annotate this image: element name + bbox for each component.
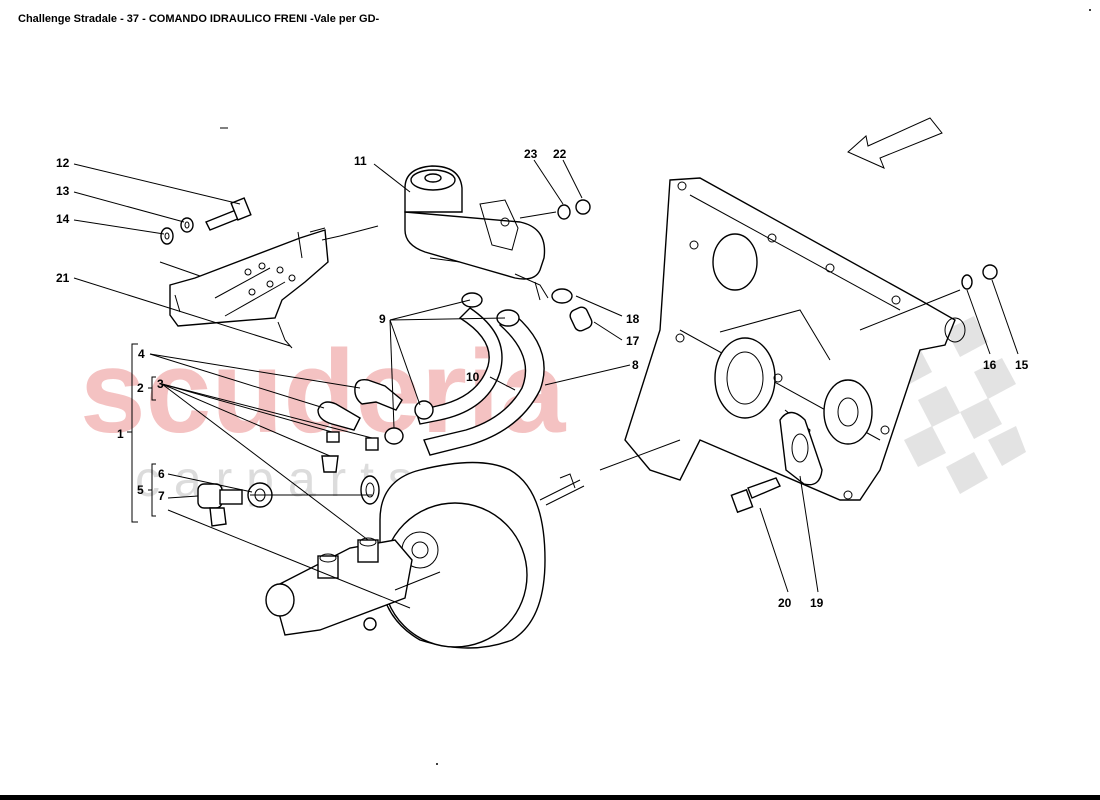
washer-13 (180, 217, 194, 233)
washer-23 (557, 204, 571, 220)
callout-8: 8 (632, 358, 639, 372)
bolt-12 (205, 197, 252, 231)
callouts: 1 2 3 4 5 6 7 8 9 10 11 12 13 14 15 16 1… (56, 147, 1029, 610)
bracket (169, 227, 341, 349)
callout-19: 19 (810, 596, 824, 610)
page-title: Challenge Stradale - 37 - COMANDO IDRAUL… (18, 13, 380, 25)
gasket-19 (779, 411, 823, 486)
brake-booster (379, 461, 585, 649)
callout-5: 5 (137, 483, 144, 497)
callout-7: 7 (158, 489, 165, 503)
bolt-20 (730, 477, 781, 514)
callout-15: 15 (1015, 358, 1029, 372)
nut-22 (575, 199, 591, 215)
washer-16 (961, 274, 973, 290)
group-brackets (127, 343, 156, 523)
brake-fluid-reservoir (404, 165, 549, 301)
hose-10 (415, 307, 503, 425)
callout-11: 11 (354, 154, 367, 168)
callout-17: 17 (626, 334, 640, 348)
callout-22: 22 (553, 147, 567, 161)
hose-clamp (384, 288, 593, 445)
direction-arrow-icon (847, 117, 943, 169)
hose-8 (423, 314, 545, 456)
callout-6: 6 (158, 467, 165, 481)
callout-12: 12 (56, 156, 70, 170)
washer-14 (160, 227, 174, 245)
fittings (197, 378, 403, 527)
callout-4: 4 (138, 347, 145, 361)
checkered-flag-icon (890, 316, 1026, 494)
callout-10: 10 (466, 370, 480, 384)
callout-2: 2 (137, 381, 144, 395)
callout-16: 16 (983, 358, 997, 372)
callout-1: 1 (117, 427, 124, 441)
nut-15 (982, 264, 998, 280)
callout-14: 14 (56, 212, 70, 226)
mounting-plate (624, 177, 966, 501)
callout-21: 21 (56, 271, 70, 285)
callout-23: 23 (524, 147, 538, 161)
callout-9: 9 (379, 312, 386, 326)
stray-marks (220, 9, 1091, 765)
callout-18: 18 (626, 312, 640, 326)
callout-20: 20 (778, 596, 792, 610)
callout-3: 3 (157, 377, 164, 391)
bottom-border (0, 795, 1100, 800)
leader-lines (73, 159, 1019, 609)
callout-13: 13 (56, 184, 70, 198)
